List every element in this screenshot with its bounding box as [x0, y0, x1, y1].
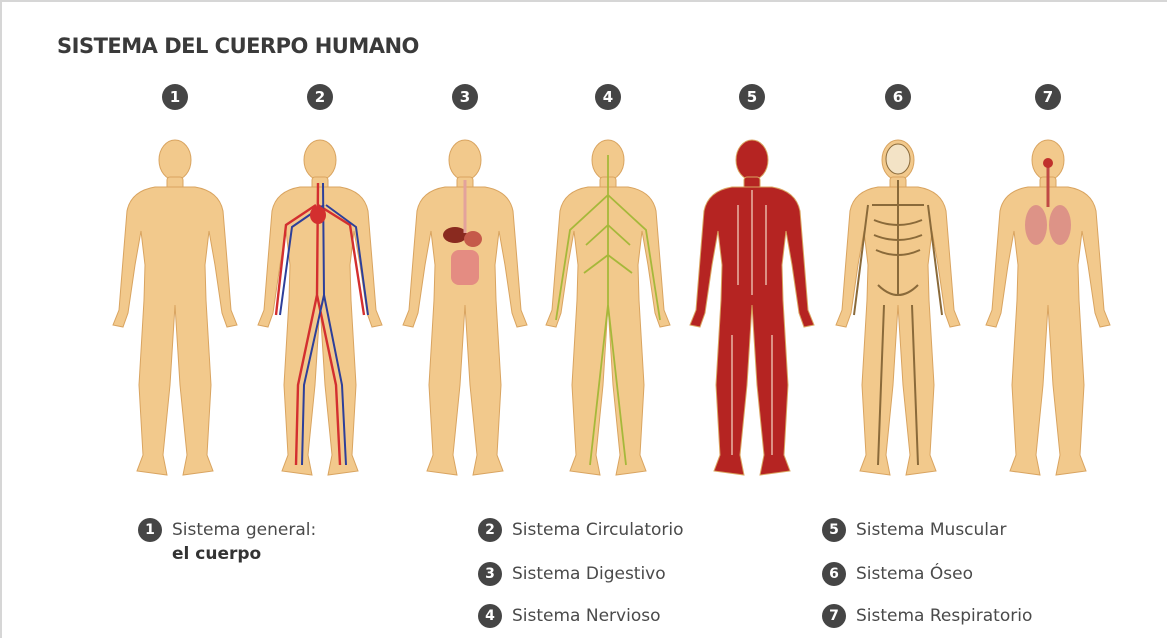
intestine-shape: [451, 250, 479, 285]
legend-badge: 5: [822, 518, 846, 542]
legend-label: Sistema Muscular: [856, 518, 1006, 542]
legend-label: Sistema Circulatorio: [512, 518, 684, 542]
legend-item-skeletal: 6 Sistema Óseo: [822, 562, 973, 586]
figure-number-badge: 1: [162, 84, 188, 110]
figure-number-badge: 5: [739, 84, 765, 110]
body-silhouette: [113, 140, 237, 475]
badge-number: 6: [893, 88, 903, 106]
legend-item-muscular: 5 Sistema Muscular: [822, 518, 1006, 542]
figure-number-badge: 4: [595, 84, 621, 110]
legend-label: Sistema Nervioso: [512, 604, 660, 628]
figure-muscular: [690, 140, 814, 475]
legend-item-digestive: 3 Sistema Digestivo: [478, 562, 666, 586]
liver-shape: [443, 227, 467, 243]
legend-label: Sistema Respiratorio: [856, 604, 1032, 628]
legend-item-general: 1 Sistema general: el cuerpo: [138, 518, 316, 566]
figure-number-badge: 2: [307, 84, 333, 110]
body-figures: 1 2 3 4 5 6 7: [0, 0, 1167, 500]
figure-skeletal: [836, 140, 960, 475]
legend-bold-label: el cuerpo: [172, 542, 316, 566]
legend-label: Sistema general:: [172, 520, 316, 540]
badge-number: 4: [603, 88, 613, 106]
legend-item-nervous: 4 Sistema Nervioso: [478, 604, 660, 628]
figure-digestive: [403, 140, 527, 475]
figure-nervous: [546, 140, 670, 475]
legend-badge: 4: [478, 604, 502, 628]
stomach-shape: [464, 231, 482, 247]
left-lung-shape: [1025, 205, 1047, 245]
figure-circulatory: [258, 140, 382, 475]
badge-number: 2: [315, 88, 325, 106]
legend-badge: 6: [822, 562, 846, 586]
badge-number: 3: [460, 88, 470, 106]
figure-number-badge: 7: [1035, 84, 1061, 110]
legend-badge: 1: [138, 518, 162, 542]
badge-number: 7: [1043, 88, 1053, 106]
figure-general: [113, 140, 237, 475]
figure-respiratory: [986, 140, 1110, 475]
figure-number-badge: 3: [452, 84, 478, 110]
legend-item-circulatory: 2 Sistema Circulatorio: [478, 518, 684, 542]
badge-number: 1: [170, 88, 180, 106]
skull-shape: [886, 144, 910, 174]
legend-badge: 7: [822, 604, 846, 628]
legend-item-respiratory: 7 Sistema Respiratorio: [822, 604, 1032, 628]
legend-badge: 2: [478, 518, 502, 542]
right-lung-shape: [1049, 205, 1071, 245]
legend-badge: 3: [478, 562, 502, 586]
badge-number: 5: [747, 88, 757, 106]
figure-number-badge: 6: [885, 84, 911, 110]
legend-label: Sistema Digestivo: [512, 562, 666, 586]
heart-shape: [310, 206, 326, 224]
legend-label: Sistema Óseo: [856, 562, 973, 586]
nasal-cavity-shape: [1043, 158, 1053, 168]
